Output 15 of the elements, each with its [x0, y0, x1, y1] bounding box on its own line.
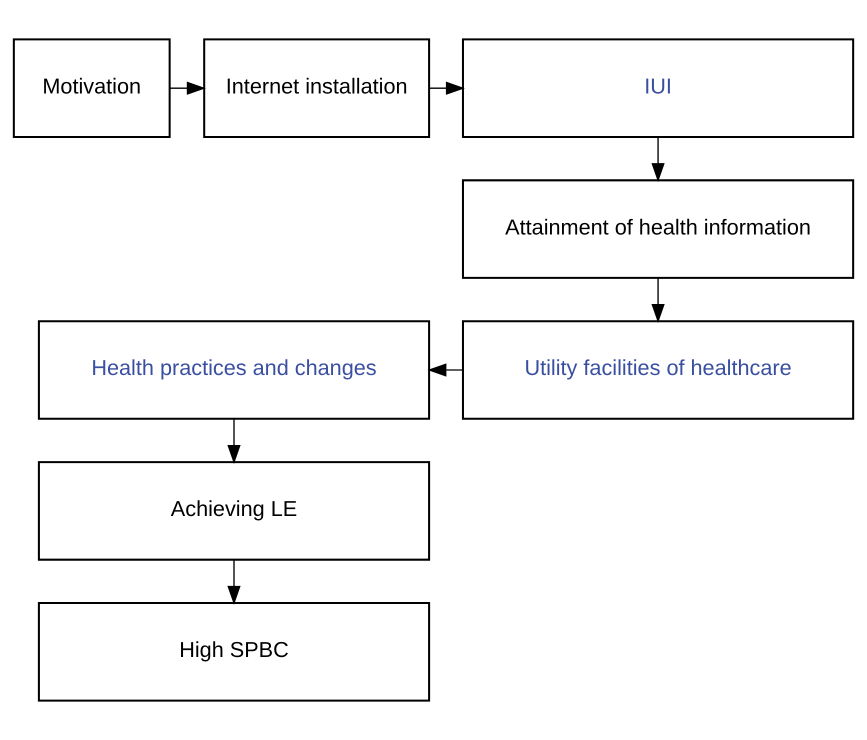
arrow	[227, 560, 241, 605]
node-box: IUI	[462, 38, 854, 138]
node-box: High SPBC	[38, 602, 430, 702]
node-box: Attainment of health information	[462, 179, 854, 279]
node-box: Achieving LE	[38, 461, 430, 561]
node-box: Health practices and changes	[38, 320, 430, 420]
arrow	[170, 82, 206, 95]
arrow	[429, 82, 465, 95]
node-box: Motivation	[12, 38, 171, 138]
arrow	[651, 137, 665, 182]
node-box: Utility facilities of healthcare	[462, 320, 854, 420]
arrow	[427, 363, 463, 377]
arrow	[651, 278, 665, 324]
arrow	[227, 418, 241, 464]
node-box: Internet installation	[203, 38, 430, 138]
